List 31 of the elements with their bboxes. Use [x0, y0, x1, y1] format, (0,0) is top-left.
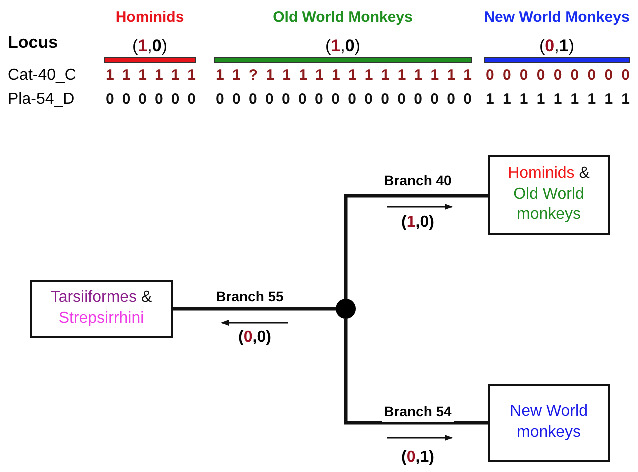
tree-branch: [344, 194, 488, 299]
state-tuple: (0,1): [540, 35, 574, 58]
state-tuple: (0,0): [238, 328, 272, 348]
group-heading: Old World Monkeys: [273, 8, 413, 28]
allele-states: 0 0 0 0 0 0: [106, 90, 196, 110]
taxon-name: New World monkeys: [510, 403, 588, 441]
tree-branch: [344, 319, 488, 425]
taxon-name: &: [579, 164, 590, 182]
group-heading: Hominids: [116, 8, 184, 28]
taxon-name: &: [142, 289, 152, 306]
taxon-box: [488, 155, 610, 235]
locus-name: Cat-40_C: [8, 66, 76, 86]
group-heading: New World Monkeys: [484, 8, 630, 28]
taxon-name: Strepsirrhini: [58, 310, 144, 327]
state-tuple: (0,1): [402, 448, 434, 468]
allele-states: 1 1 1 1 1 1: [106, 66, 196, 86]
taxon-box: [30, 280, 173, 338]
state-tuple: (1,0): [326, 35, 360, 58]
locus-name: Pla-54_D: [8, 90, 75, 110]
taxon-box: [488, 384, 610, 462]
allele-states: 1 1 1 1 1 1 1 1 1: [486, 90, 630, 110]
allele-states: 0 0 0 0 0 0 0 0 0 0 0 0 0 0 0 0: [216, 90, 472, 110]
state-tuple: (1,0): [402, 213, 434, 233]
row-heading: Locus: [8, 32, 58, 54]
allele-states: 1 1 ? 1 1 1 1 1 1 1 1 1 1 1 1 1: [216, 66, 472, 86]
taxon-name: Hominids: [508, 164, 575, 182]
taxon-name: Old World monkeys: [514, 186, 584, 224]
tree-branch: [173, 307, 336, 311]
taxon-name: Tarsiiformes: [50, 289, 138, 306]
state-tuple: (1,0): [132, 35, 168, 58]
allele-states: 0 0 0 0 0 0 0 0 0: [486, 66, 630, 86]
